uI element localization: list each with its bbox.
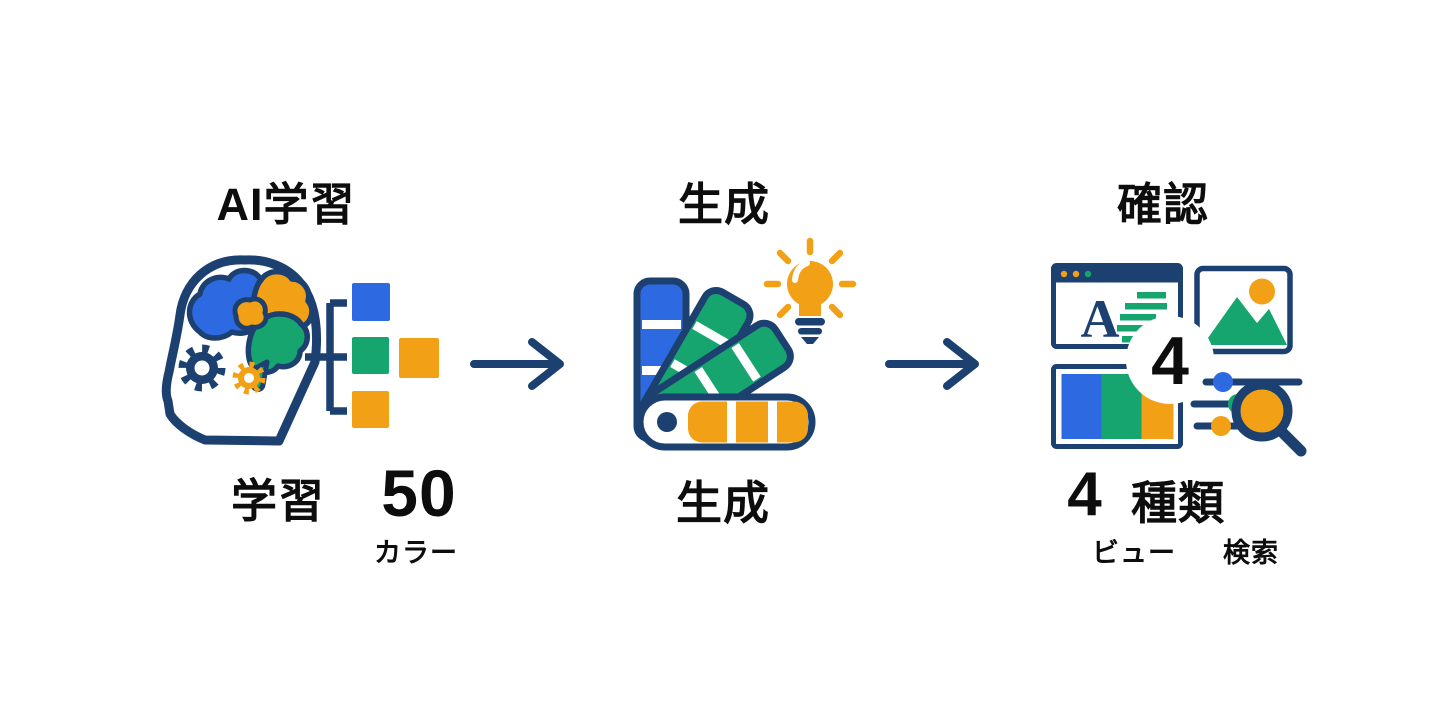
- check-count-unit: 種類: [1131, 477, 1225, 529]
- lightbulb-icon: [763, 237, 857, 344]
- color-square-blue: [352, 283, 390, 321]
- color-swatch-fan-icon: [633, 237, 857, 451]
- color-square-orange-bottom: [352, 391, 389, 428]
- count-badge: 4: [1126, 316, 1214, 404]
- color-square-orange-right: [399, 338, 439, 378]
- learn-count: 50: [381, 456, 457, 530]
- check-sub-search: 検索: [1223, 538, 1279, 568]
- generate-caption-label: 生成: [676, 477, 770, 529]
- check-count: 4: [1067, 460, 1103, 529]
- brain-lobe-orange-small: [232, 296, 269, 331]
- swatch-base-orange: [636, 393, 816, 451]
- badge-count-label: 4: [1151, 323, 1189, 399]
- step-check-title: 確認: [1116, 179, 1210, 230]
- browser-letter: A: [1081, 289, 1120, 349]
- step-learn-title: AI学習: [216, 179, 356, 230]
- arrow-right-icon: [885, 338, 979, 390]
- learn-count-unit: カラー: [374, 538, 458, 568]
- check-sub-view: ビュー: [1092, 538, 1176, 568]
- preview-views-icon: A 4: [1051, 263, 1307, 457]
- color-square-green: [352, 337, 389, 374]
- step-generate-title: 生成: [677, 179, 771, 230]
- arrow-right-icon: [470, 338, 564, 390]
- mapping-bracket-icon: [305, 299, 347, 415]
- magnifier-icon: [1231, 380, 1307, 457]
- gear-icon: [178, 344, 226, 392]
- image-icon: [1194, 265, 1293, 355]
- gear-small-icon: [232, 361, 266, 395]
- learn-caption-label: 学習: [231, 475, 325, 527]
- ai-brain-head-icon: [161, 255, 439, 446]
